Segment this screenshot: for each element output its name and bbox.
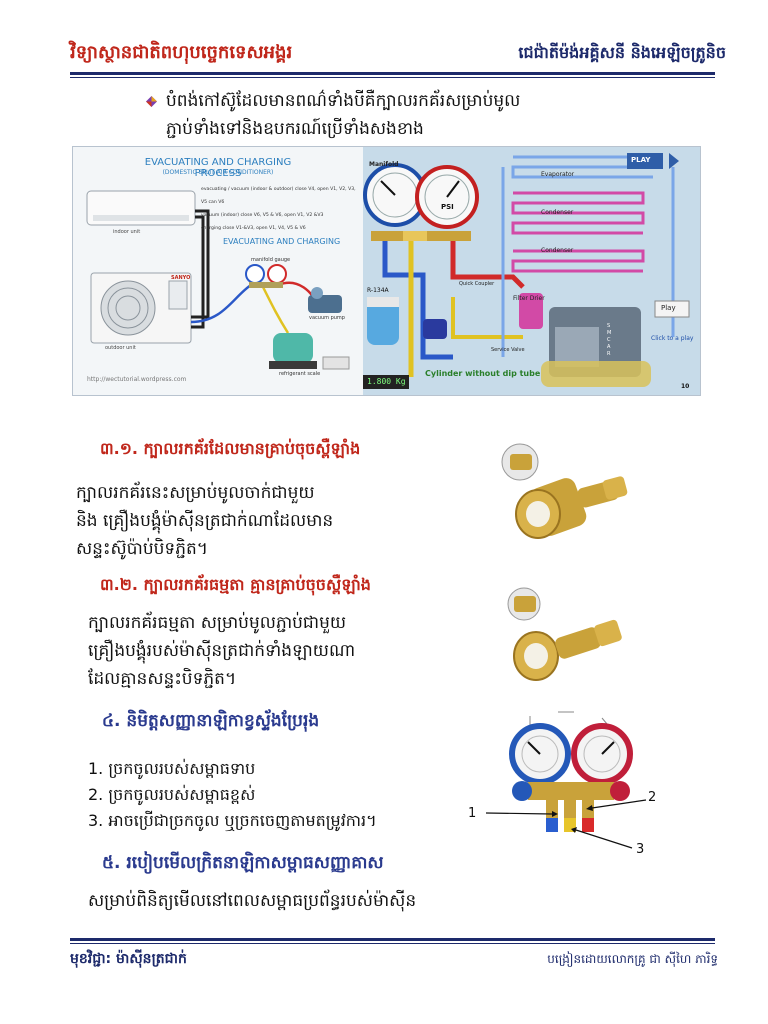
left-notes: evacuating / vacuum (indoor & outdoor) c…: [201, 183, 361, 235]
outdoor-unit-label: outdoor unit: [105, 345, 136, 351]
section-3-2-line-2: គ្រឿងបង្គុំរបស់ម៉ាស៊ីនត្រជាក់ទាំងឡាយណា: [88, 641, 356, 661]
intro-line-2: ភ្ជាប់ទាំងទៅនិងឧបករណ៍ប្រើទាំងសងខាង: [166, 119, 424, 139]
left-subtitle-2: EVACUATING AND CHARGING: [223, 237, 341, 246]
header-institute-title: វិទ្យាស្ថានជាតិពហុបច្ចេកទេសអង្គរ: [70, 42, 293, 63]
website-label: http://wectutorial.wordpress.com: [87, 376, 187, 383]
intro-line-1: បំពង់កៅស៊ូដែលមានពណ៌ទាំងបីគឺក្បាលរកគ័រសម្…: [166, 91, 521, 111]
section-3-1-line-3: សន្ទះស៊ូប៉ាប់បិទភ្ជិត។: [76, 539, 208, 559]
left-note: charging close V1-&V3, open V1, V4, V5 &…: [201, 226, 306, 231]
section-5-line: សម្រាប់ពិនិត្យមើលនៅពេលសម្ពាធប្រព័ន្ធរបស់…: [88, 891, 417, 911]
footer-teacher: បង្រៀនដោយលោកគ្រូ ជា ស៊ីហៃ ភារិទ្ធ: [547, 952, 718, 966]
psi-label: PSI: [441, 203, 454, 211]
manifold-gauge-image: [485, 711, 647, 849]
click-to-play-link[interactable]: Click to a play: [651, 335, 694, 342]
section-3-2-line-1: ក្បាលរកគ័រធម្មតា សម្រាប់មូលភ្ជាប់ជាមួយ: [88, 613, 347, 633]
r134a-label: R-134A: [367, 287, 389, 294]
footer-rule-thin: [70, 943, 715, 944]
left-note: vacuum (indoor) close V6, V5 & V6, open …: [201, 213, 324, 218]
header-rule: [70, 72, 715, 75]
standard-fitting-image: [507, 587, 622, 681]
split-ac-diagram: EVACUATING AND CHARGING PROCESS (DOMESTI…: [73, 147, 363, 395]
indoor-unit-label: indoor unit: [113, 229, 141, 235]
evacuating-charging-figure: EVACUATING AND CHARGING PROCESS (DOMESTI…: [72, 146, 701, 396]
condenser-label: Condenser: [541, 209, 574, 216]
vacuum-pump-label: vacuum pump: [309, 315, 345, 321]
refrigerant-scale-label: refrigerant scale: [279, 371, 321, 377]
section-5-heading: ៥. របៀបមើលក្រិតនាឡិកាសម្ពាធសញ្ញាគាស: [102, 853, 384, 873]
fitting-with-pin-image: [501, 443, 628, 539]
callout-3: 3: [636, 842, 645, 857]
manifold-label: Manifold: [369, 161, 399, 168]
footer-subject: មុខវិជ្ជា: ម៉ាស៊ីនត្រជាក់: [70, 951, 187, 967]
scale-reading: 1.800 Kg: [367, 377, 406, 386]
play-banner[interactable]: PLAY: [631, 156, 651, 164]
callout-2: 2: [648, 790, 657, 805]
bullet-diamond-icon: [146, 96, 157, 107]
list-item: 2. ច្រកចូលរបស់សម្ពាធខ្ពស់: [88, 785, 256, 804]
section-3-2-heading: ៣.២. ក្បាលរកគ័រធម្មតា គ្មានគ្រាប់ចុចស្ពឺ…: [100, 575, 371, 594]
play-button[interactable]: Play: [661, 304, 676, 312]
condenser-label-2: Condenser: [541, 247, 574, 254]
filter-drier-label: Filter Drier: [513, 295, 545, 302]
callout-1: 1: [468, 806, 477, 821]
header-rule-thin: [70, 77, 715, 78]
compressor-terminal-letters: S M C A R: [607, 323, 612, 357]
service-valve-label: Service Valve: [491, 347, 525, 353]
evaporator-label: Evaporator: [541, 171, 575, 178]
figure-page-number: 10: [681, 383, 690, 390]
quick-coupler-label: Quick Coupler: [459, 281, 495, 287]
section-3-2-line-3: ដែលគ្មានសន្ទះបិទភ្ជិត។: [88, 669, 237, 689]
list-item: 3. អាចប្រើជាច្រកចូល ឬច្រកចេញតាមតម្រូវការ…: [88, 811, 377, 830]
header-department-title: ជេជ៉ាតីម៉ង់អគ្គិសនី និងអេឡិចត្រូនិច: [518, 43, 726, 62]
list-item: 1. ច្រកចូលរបស់សម្ពាធទាប: [88, 759, 256, 778]
section-3-1-heading: ៣.១. ក្បាលរកគ័រដែលមានគ្រាប់ចុចស្ពឺឡាំង: [100, 439, 361, 458]
refrigeration-system-diagram: Manifold PSI Evaporator Condenser Conden…: [363, 147, 700, 395]
left-note: evacuating / vacuum (indoor & outdoor) c…: [201, 187, 356, 205]
manifold-gauge-label: manifold gauge: [251, 257, 291, 263]
left-subtitle: (DOMESTIC SPLIT AIR CONDITIONER): [162, 169, 274, 176]
brand-label: SANYO: [171, 275, 191, 281]
cylinder-caption: Cylinder without dip tube: [425, 369, 541, 378]
left-title: EVACUATING AND CHARGING PROCESS: [144, 157, 292, 179]
section-3-1-line-2: និង គ្រឿងបង្គុំម៉ាស៊ីនត្រជាក់ណាដែលមាន: [76, 511, 334, 531]
footer-rule: [70, 938, 715, 941]
section-3-1-line-1: ក្បាលរកគ័រនេះសម្រាប់មូលចាក់ជាមួយ: [76, 483, 315, 503]
section-4-heading: ៤. និមិត្តសញ្ញានាឡិកាខ្វស្ទ័ងប្រែរុង: [102, 711, 320, 731]
